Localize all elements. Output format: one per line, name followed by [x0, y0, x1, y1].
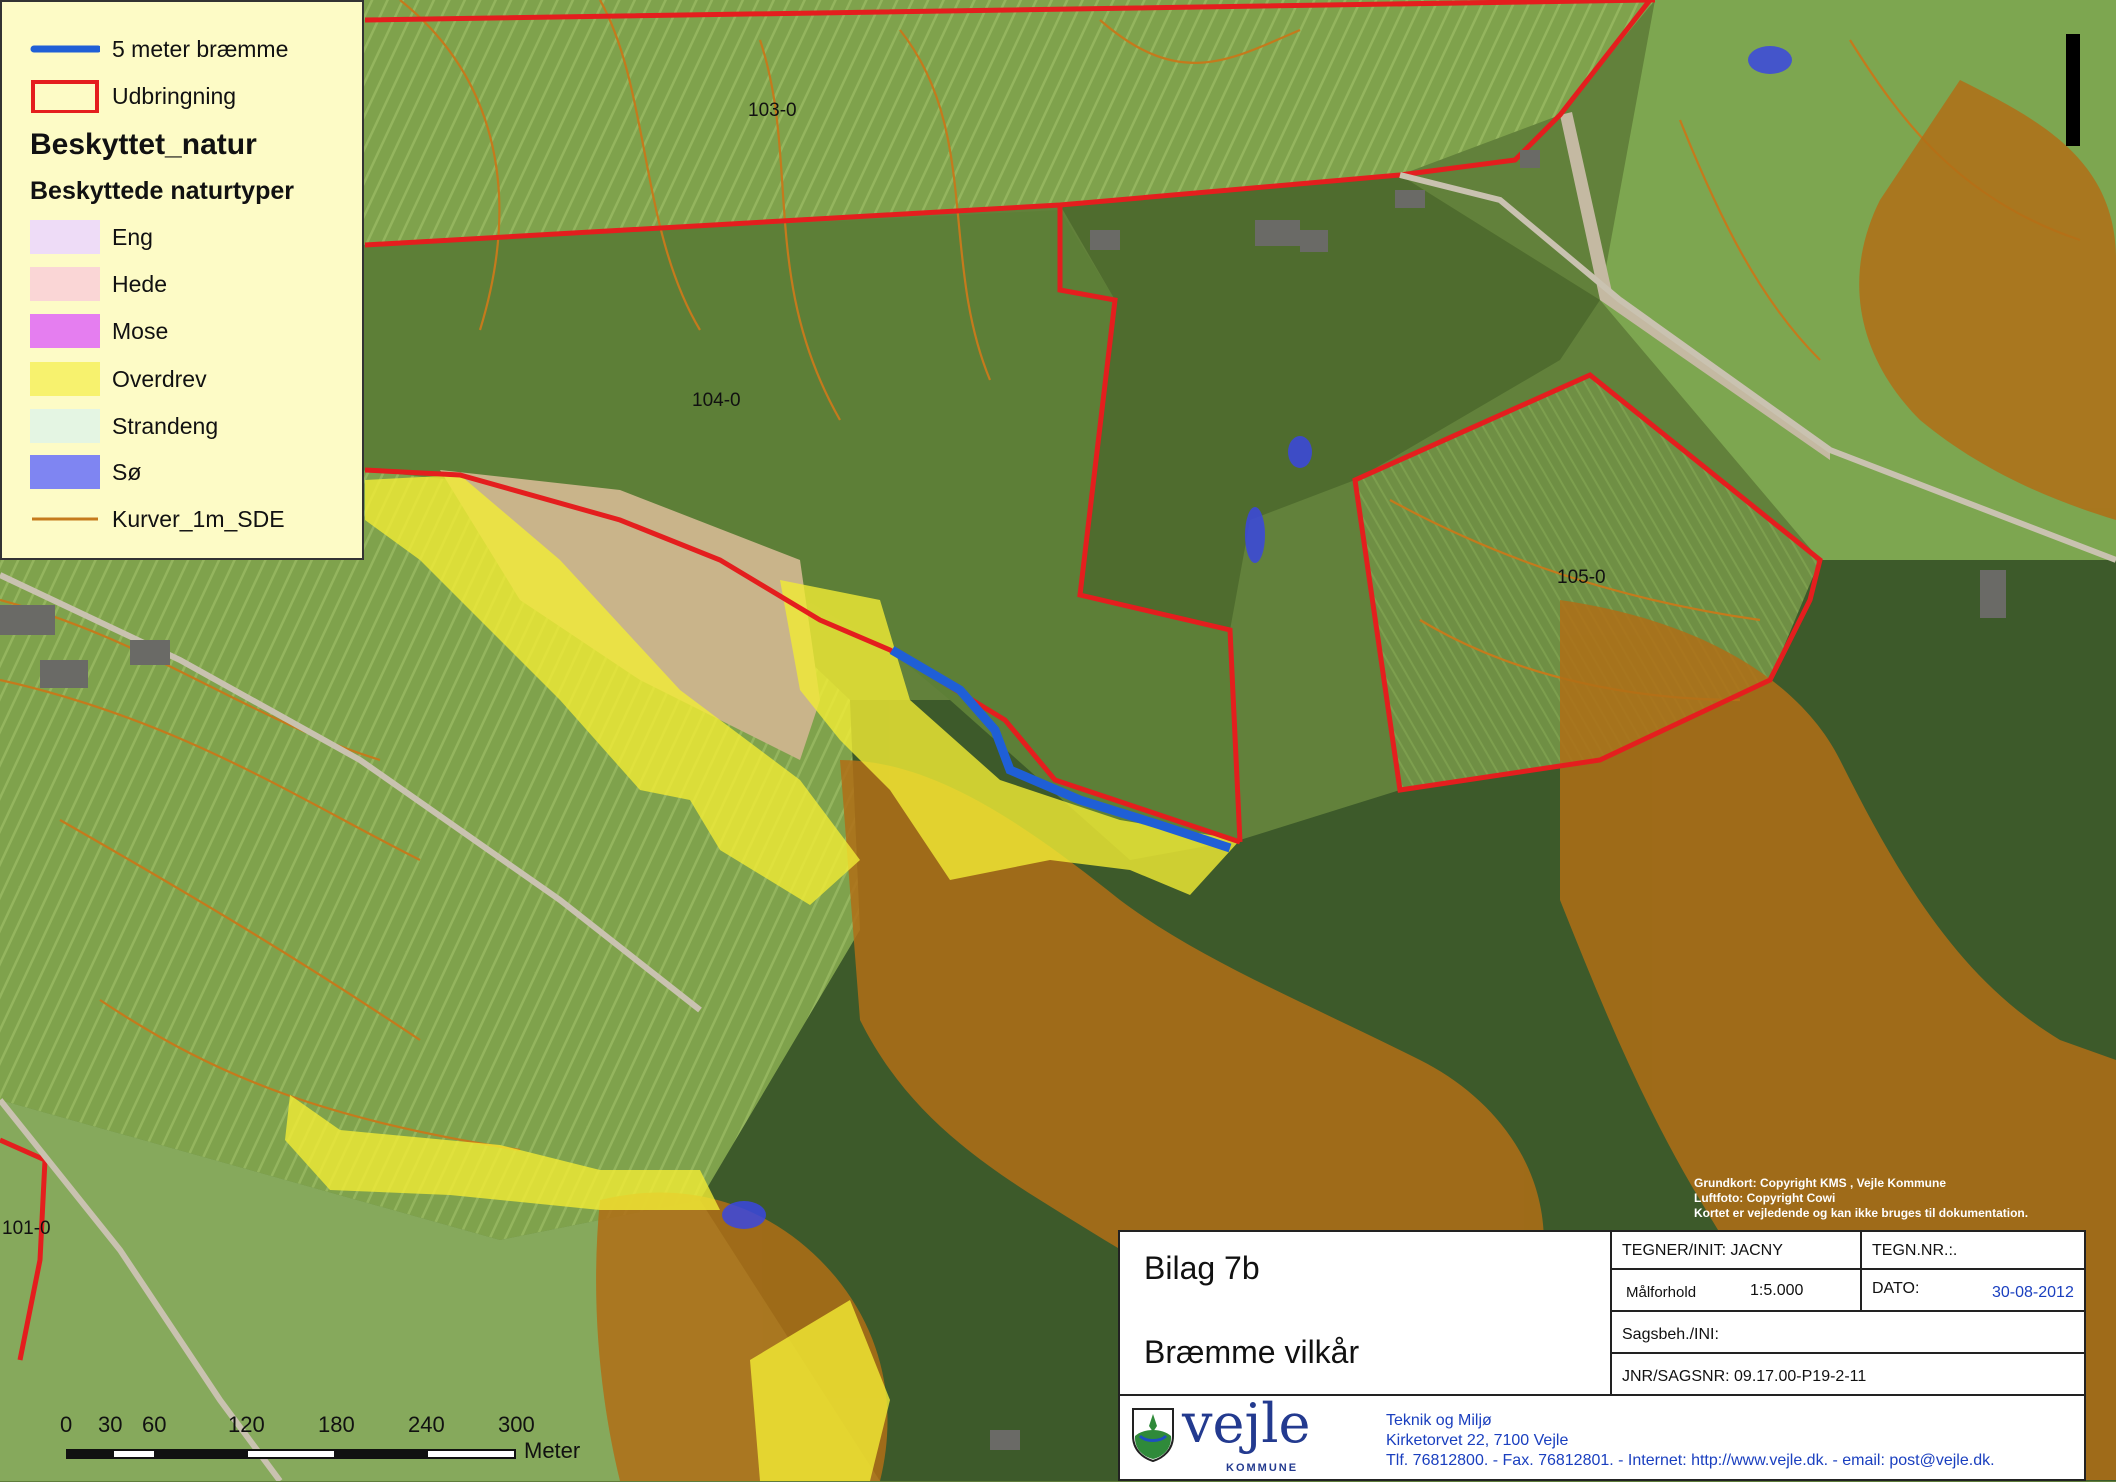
legend-item-overdrev: Overdrev — [30, 362, 207, 396]
jnr-field: JNR/SAGSNR: 09.17.00-P19-2-11 — [1622, 1368, 1867, 1385]
scale-segment — [246, 1449, 336, 1459]
scale-tick-label: 0 — [60, 1412, 73, 1437]
parcel-label-105: 105-0 — [1557, 567, 1606, 588]
scale-unit: Meter — [524, 1438, 581, 1463]
legend-item-braemme: 5 meter bræmme — [30, 32, 288, 66]
legend-item-eng: Eng — [30, 220, 153, 254]
org-name: Teknik og Miljø — [1386, 1412, 1492, 1429]
legend-label: Hede — [112, 270, 167, 297]
divider — [1610, 1232, 1612, 1394]
legend-label: Mose — [112, 317, 169, 344]
org-contact: Tlf. 76812800. - Fax. 76812801. - Intern… — [1386, 1452, 1995, 1469]
legend-item-hede: Hede — [30, 267, 167, 301]
legend-item-so: Sø — [30, 455, 141, 489]
contour-line-icon — [32, 517, 98, 521]
scale-tick-label: 180 — [318, 1412, 355, 1437]
north-arrow-bar — [2066, 34, 2080, 146]
org-address: Kirketorvet 22, 7100 Vejle — [1386, 1432, 1569, 1449]
parcel-label-101: 101-0 — [2, 1218, 51, 1239]
logo-wordmark: vejle — [1182, 1392, 1311, 1455]
parcel-label-103: 103-0 — [748, 100, 797, 121]
divider — [1860, 1232, 1862, 1310]
credit-line: Grundkort: Copyright KMS , Vejle Kommune — [1694, 1176, 1947, 1190]
scale-tick-label: 60 — [142, 1412, 167, 1437]
parcel-label-104: 104-0 — [692, 390, 741, 411]
hede-swatch-icon — [30, 267, 100, 301]
scale-segment — [156, 1449, 246, 1459]
red-outline-box-icon — [31, 80, 99, 113]
eng-swatch-icon — [30, 220, 100, 254]
blue-line-icon — [30, 45, 100, 53]
map-legend: 5 meter bræmme Udbringning Beskyttet_nat… — [0, 0, 364, 560]
scale-tick-label: 240 — [408, 1412, 445, 1437]
legend-label: Strandeng — [112, 412, 219, 439]
scale-segment — [112, 1449, 156, 1459]
legend-label: Eng — [112, 223, 153, 250]
so-swatch-icon — [30, 455, 100, 489]
legend-label: Sø — [112, 458, 142, 485]
overdrev-swatch-icon — [30, 362, 100, 396]
dato-value: 30-08-2012 — [1992, 1284, 2074, 1301]
scale-tick-label: 120 — [228, 1412, 265, 1437]
legend-item-strandeng: Strandeng — [30, 409, 218, 443]
scale-bar: 0 30 60 120 180 240 300 Meter — [60, 1412, 620, 1482]
copyright-credits: Grundkort: Copyright KMS , Vejle Kommune… — [1694, 1176, 2028, 1221]
lake-areas — [722, 46, 1792, 1229]
title-block: Bilag 7b Bræmme vilkår TEGNER/INIT: JACN… — [1118, 1230, 2086, 1481]
farm-area — [1060, 175, 1600, 630]
scale-segment — [336, 1449, 426, 1459]
legend-group-title: Beskyttet_natur — [30, 128, 257, 161]
mose-swatch-icon — [30, 314, 100, 348]
buildings — [0, 150, 2006, 1450]
strandeng-swatch-icon — [30, 409, 100, 443]
legend-item-mose: Mose — [30, 314, 168, 348]
divider — [1610, 1310, 2086, 1312]
drawing-subtitle: Bræmme vilkår — [1144, 1334, 1360, 1370]
legend-label: Overdrev — [112, 365, 207, 392]
scale-segment — [66, 1449, 112, 1459]
legend-subgroup-title: Beskyttede naturtyper — [30, 177, 294, 205]
divider — [1610, 1268, 2086, 1270]
legend-label: Udbringning — [112, 82, 237, 109]
tegner-field: TEGNER/INIT: JACNY — [1622, 1242, 1783, 1259]
scale-tick-label: 300 — [498, 1412, 535, 1437]
field-104 — [360, 210, 1240, 860]
maalforhold-label: Målforhold — [1626, 1284, 1697, 1301]
sagsbeh-field: Sagsbeh./INI: — [1622, 1326, 1719, 1343]
roads — [0, 172, 2116, 1481]
legend-label: Kurver_1m_SDE — [112, 505, 285, 532]
legend-item-kurver: Kurver_1m_SDE — [30, 502, 285, 536]
divider — [1120, 1394, 2086, 1396]
credit-line: Luftfoto: Copyright Cowi — [1694, 1191, 1836, 1205]
credit-line: Kortet er vejledende og kan ikke bruges … — [1694, 1206, 2029, 1220]
divider — [1610, 1352, 2086, 1354]
legend-label: 5 meter bræmme — [112, 35, 289, 62]
udbringning-boundaries[interactable] — [0, 0, 1823, 1361]
tegn-nr-field: TEGN.NR.:. — [1872, 1242, 1958, 1259]
dato-label: DATO: — [1872, 1280, 1920, 1297]
braemme-strip[interactable] — [889, 646, 1232, 853]
scale-segment — [426, 1449, 516, 1459]
logo-subtext: KOMMUNE — [1226, 1462, 1299, 1474]
drawing-title: Bilag 7b — [1144, 1250, 1260, 1286]
vejle-kommune-logo: vejle KOMMUNE — [1128, 1392, 1324, 1476]
legend-item-udbringning: Udbringning — [30, 79, 236, 113]
maalforhold-value: 1:5.000 — [1750, 1282, 1804, 1299]
field-103 — [360, 0, 1655, 245]
coat-of-arms-icon — [1132, 1408, 1174, 1462]
scale-tick-label: 30 — [98, 1412, 123, 1437]
overdrev-areas — [285, 475, 1240, 1481]
